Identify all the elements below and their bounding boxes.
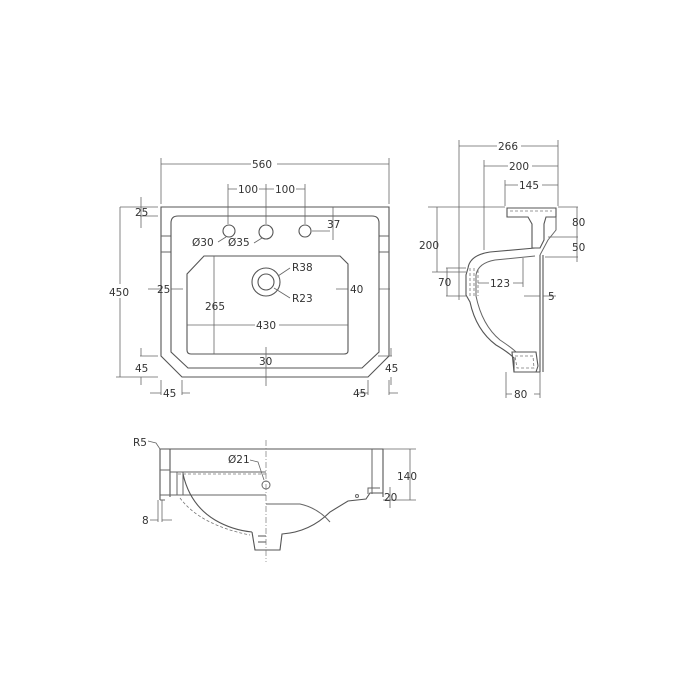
- dim-front-edge: 8: [142, 515, 149, 527]
- dim-tap-spacing-right: 100: [275, 184, 295, 196]
- label-waste-inner: R23: [292, 293, 313, 305]
- label-front-corner-radius: R5: [133, 437, 147, 449]
- dim-overall-depth: 450: [109, 287, 129, 299]
- dim-side-lower-offset: 50: [572, 242, 585, 254]
- dim-bowl-width: 430: [256, 320, 276, 332]
- dim-side-mid-depth: 200: [509, 161, 529, 173]
- label-tap-hole-large: Ø35: [228, 237, 250, 249]
- side-view: 266 200 145 200 80 50 70 123 5 80: [419, 140, 585, 401]
- dim-side-left: 25: [157, 284, 170, 296]
- dim-side-bracket-depth: 145: [519, 180, 539, 192]
- dim-chamfer-left-vertical: 45: [135, 363, 148, 375]
- label-tap-hole-small: Ø30: [192, 237, 214, 249]
- dim-side-right: 40: [350, 284, 363, 296]
- dim-bowl-depth: 265: [205, 301, 225, 313]
- dim-front-rim: 30: [259, 356, 272, 368]
- dim-front-height: 140: [397, 471, 417, 483]
- label-waste-outer: R38: [292, 262, 313, 274]
- dim-tap-offset: 37: [327, 219, 340, 231]
- dim-tap-spacing-left: 100: [238, 184, 258, 196]
- dim-front-step: 20: [384, 492, 397, 504]
- dim-overall-width: 560: [252, 159, 272, 171]
- dim-rim-top: 25: [135, 207, 148, 219]
- dim-chamfer-right-vertical: 45: [385, 363, 398, 375]
- label-front-overflow: Ø21: [228, 454, 250, 466]
- dim-side-total-depth: 266: [498, 141, 518, 153]
- dim-side-waste-depth: 123: [490, 278, 510, 290]
- top-view: 560 100 100 25 37 Ø30 Ø35 R38 R23 450 26…: [108, 157, 398, 400]
- dim-side-height: 200: [419, 240, 439, 252]
- dim-side-wall-gap: 5: [548, 291, 555, 303]
- front-view: R5 Ø21 140 20 8: [133, 437, 417, 562]
- dim-chamfer-left-horizontal: 45: [163, 388, 176, 400]
- dim-side-waste-height: 70: [438, 277, 451, 289]
- dim-chamfer-right-horizontal: 45: [353, 388, 366, 400]
- dim-side-bracket-height: 80: [572, 217, 585, 229]
- dim-side-base-width: 80: [514, 389, 527, 401]
